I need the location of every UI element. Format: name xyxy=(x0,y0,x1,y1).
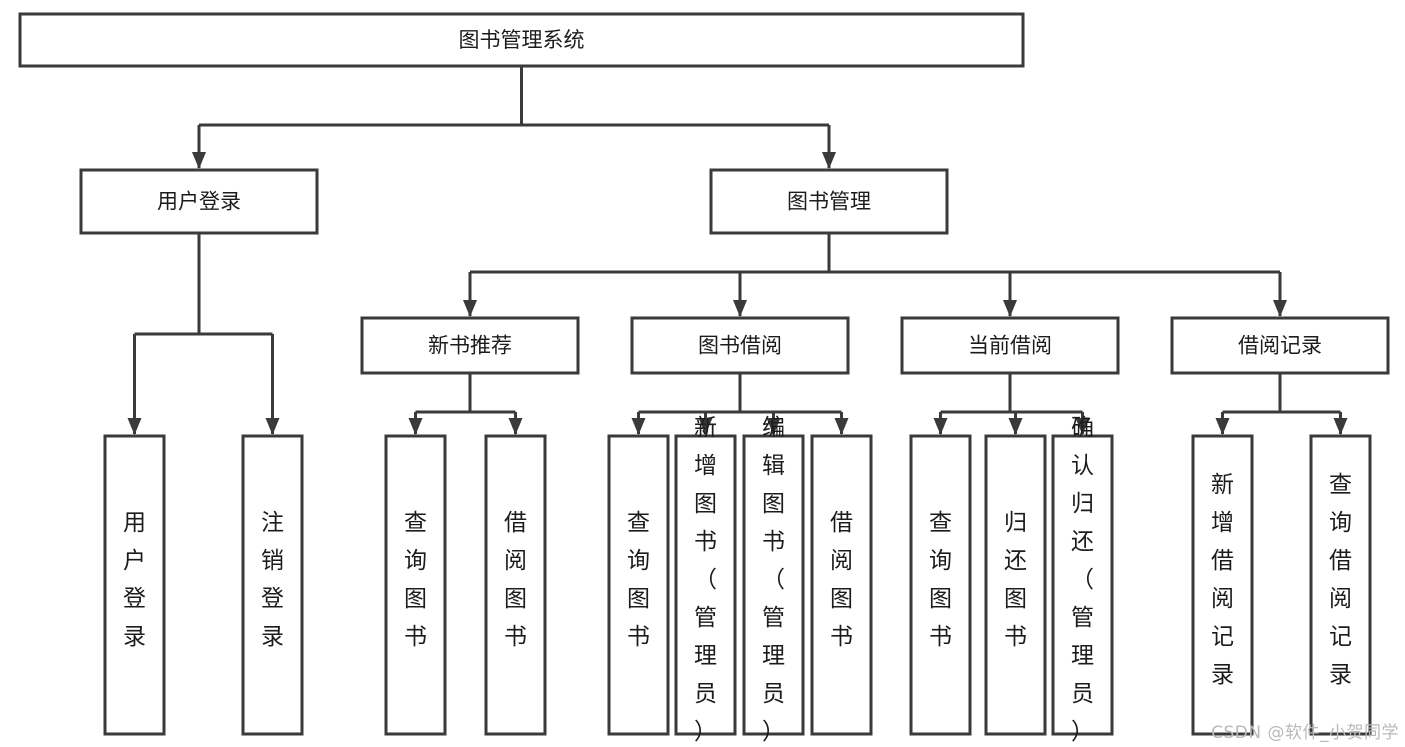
arrow-head-icon xyxy=(933,418,948,435)
book-borrow-label: 图书借阅 xyxy=(698,334,782,358)
arrow-head-icon xyxy=(1215,418,1230,435)
leaf-box-leaf-query-record[interactable] xyxy=(1309,434,1372,736)
current-borrow-node[interactable]: 当前借阅 xyxy=(900,316,1120,375)
arrow-head-icon xyxy=(1008,418,1023,435)
leaf-label-leaf-return-book: 归还图书 xyxy=(1004,510,1027,650)
leaf-box-leaf-logout[interactable] xyxy=(241,434,304,736)
arrow-head-icon xyxy=(127,418,142,435)
root-box[interactable] xyxy=(18,12,1025,68)
leaf-node[interactable]: 编辑图书（管理员） xyxy=(742,415,805,745)
leaf-node[interactable]: 查询图书 xyxy=(909,434,972,736)
new-book-rec-box[interactable] xyxy=(360,316,580,375)
borrow-record-label: 借阅记录 xyxy=(1238,334,1322,358)
user-login-box[interactable] xyxy=(79,168,319,235)
arrow-head-icon xyxy=(192,152,206,169)
borrow-record-node[interactable]: 借阅记录 xyxy=(1170,316,1390,375)
leaf-node[interactable]: 借阅图书 xyxy=(810,434,873,736)
current-borrow-box[interactable] xyxy=(900,316,1120,375)
leaf-label-leaf-add-book: 新增图书（管理员） xyxy=(694,415,717,745)
root-node[interactable]: 图书管理系统 xyxy=(18,12,1025,68)
arrow-head-icon xyxy=(822,152,836,169)
book-manage-label: 图书管理 xyxy=(787,190,871,214)
leaf-node[interactable]: 查询图书 xyxy=(607,434,670,736)
leaf-label-leaf-query-book-3: 查询图书 xyxy=(929,510,952,650)
leaf-box-leaf-query-book-3[interactable] xyxy=(909,434,972,736)
leaf-box-leaf-user-login[interactable] xyxy=(103,434,166,736)
book-borrow-box[interactable] xyxy=(630,316,850,375)
leaf-label-leaf-query-book-1: 查询图书 xyxy=(404,510,427,650)
leaf-box-leaf-confirm-return[interactable] xyxy=(1051,434,1114,736)
leaf-label-leaf-user-login: 用户登录 xyxy=(123,510,146,650)
borrow-record-box[interactable] xyxy=(1170,316,1390,375)
current-borrow-label: 当前借阅 xyxy=(968,334,1052,358)
user-login-node[interactable]: 用户登录 xyxy=(79,168,319,235)
leaf-node[interactable]: 新增图书（管理员） xyxy=(674,415,737,745)
book-manage-box[interactable] xyxy=(709,168,949,235)
arrow-head-icon xyxy=(408,418,423,435)
arrow-head-icon xyxy=(631,418,646,435)
leaf-box-leaf-add-book[interactable] xyxy=(674,434,737,736)
book-manage-node[interactable]: 图书管理 xyxy=(709,168,949,235)
leaf-label-leaf-borrow-book-1: 借阅图书 xyxy=(504,510,527,650)
leaf-box-leaf-query-book-1[interactable] xyxy=(384,434,447,736)
arrow-head-icon xyxy=(698,418,713,435)
new-book-rec-node[interactable]: 新书推荐 xyxy=(360,316,580,375)
leaf-box-leaf-borrow-book-2[interactable] xyxy=(810,434,873,736)
arrow-head-icon xyxy=(1075,418,1090,435)
leaf-node[interactable]: 借阅图书 xyxy=(484,434,547,736)
leaf-label-leaf-borrow-book-2: 借阅图书 xyxy=(830,510,853,650)
leaf-box-leaf-query-book-2[interactable] xyxy=(607,434,670,736)
root-label: 图书管理系统 xyxy=(459,28,585,52)
leaf-box-leaf-return-book[interactable] xyxy=(984,434,1047,736)
leaf-label-leaf-edit-book: 编辑图书（管理员） xyxy=(762,415,785,745)
leaf-node[interactable]: 用户登录 xyxy=(103,434,166,736)
leaf-box-leaf-borrow-book-1[interactable] xyxy=(484,434,547,736)
leaf-node[interactable]: 注销登录 xyxy=(241,434,304,736)
arrow-head-icon xyxy=(733,300,747,317)
leaf-node[interactable]: 确认归还（管理员） xyxy=(1051,415,1114,745)
arrow-head-icon xyxy=(766,418,781,435)
arrow-head-icon xyxy=(1003,300,1017,317)
leaf-node[interactable]: 查询图书 xyxy=(384,434,447,736)
leaf-box-leaf-add-record[interactable] xyxy=(1191,434,1254,736)
leaf-label-leaf-query-book-2: 查询图书 xyxy=(627,510,650,650)
leaf-label-leaf-add-record: 新增借阅记录 xyxy=(1211,472,1234,688)
leaf-node[interactable]: 新增借阅记录 xyxy=(1191,434,1254,736)
leaf-label-leaf-logout: 注销登录 xyxy=(261,510,284,650)
arrow-head-icon xyxy=(463,300,477,317)
arrow-head-icon xyxy=(1333,418,1348,435)
new-book-rec-label: 新书推荐 xyxy=(428,334,512,358)
arrow-head-icon xyxy=(508,418,523,435)
leaf-label-leaf-confirm-return: 确认归还（管理员） xyxy=(1071,415,1094,745)
book-borrow-node[interactable]: 图书借阅 xyxy=(630,316,850,375)
arrow-head-icon xyxy=(1273,300,1287,317)
arrow-head-icon xyxy=(834,418,849,435)
leaf-node[interactable]: 查询借阅记录 xyxy=(1309,434,1372,736)
leaf-box-leaf-edit-book[interactable] xyxy=(742,434,805,736)
leaf-label-leaf-query-record: 查询借阅记录 xyxy=(1329,472,1352,688)
user-login-label: 用户登录 xyxy=(157,190,241,214)
leaf-node[interactable]: 归还图书 xyxy=(984,434,1047,736)
arrow-head-icon xyxy=(265,418,280,435)
